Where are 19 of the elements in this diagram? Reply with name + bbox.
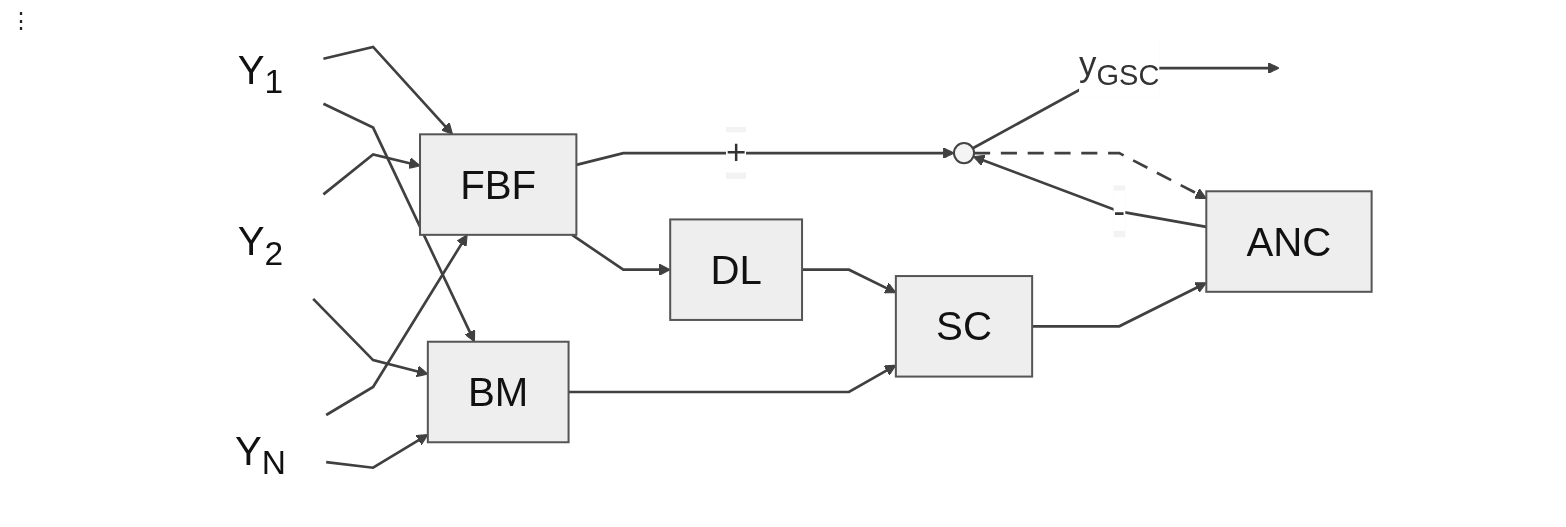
- arrow: [972, 154, 1207, 228]
- node-circle: [952, 141, 975, 164]
- arrow: [325, 433, 429, 469]
- arrow: [571, 233, 671, 276]
- node-text: Y$_{1}$: [237, 47, 284, 100]
- edge-label: +: [725, 131, 747, 173]
- node-box: DL: [669, 217, 803, 321]
- node-box: FBF: [418, 132, 578, 236]
- node-text: Y$_{N}$: [234, 428, 286, 481]
- note-text: ⋮: [10, 8, 32, 33]
- node-text: Y$_{2}$: [237, 218, 284, 271]
- arrow: [973, 151, 1207, 199]
- arrow: [322, 102, 475, 342]
- edge-label: -: [1113, 190, 1125, 231]
- edge-label: y$_{GSC}$: [1078, 43, 1160, 91]
- node-box: SC: [894, 274, 1033, 378]
- node-box: ANC: [1205, 189, 1373, 293]
- arrow: [1031, 281, 1207, 328]
- node-box: BM: [426, 340, 570, 443]
